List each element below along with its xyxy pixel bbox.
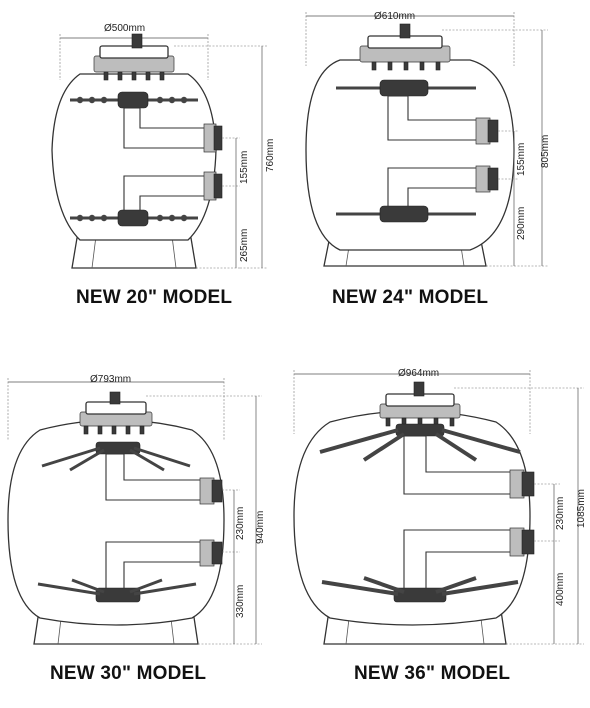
- model-30-height-label: 940mm: [255, 511, 266, 544]
- model-20-title: NEW 20" MODEL: [76, 287, 232, 308]
- model-30-diameter-label: Ø793mm: [90, 374, 131, 385]
- model-36-title: NEW 36" MODEL: [354, 663, 510, 684]
- model-20-tank: [51, 73, 217, 241]
- model-24-height-label: 805mm: [540, 135, 551, 168]
- model-20-height-label: 760mm: [265, 139, 276, 172]
- model-24-tank: [305, 59, 515, 251]
- model-24-port-gap-label: 155mm: [516, 143, 527, 176]
- model-30-tank: [7, 419, 225, 626]
- model-30-drawing: Ø793mm: [7, 374, 266, 645]
- model-20-base-height-label: 265mm: [239, 229, 250, 262]
- model-36-base-height-label: 400mm: [555, 573, 566, 606]
- model-30-title: NEW 30" MODEL: [50, 663, 206, 684]
- model-24-base-height-label: 290mm: [516, 207, 527, 240]
- model-30-port-gap-label: 230mm: [235, 507, 246, 540]
- model-36-drawing: Ø964mm: [293, 368, 587, 645]
- model-24-title: NEW 24" MODEL: [332, 287, 488, 308]
- model-36-diameter-label: Ø964mm: [398, 368, 439, 379]
- model-36-port-gap-label: 230mm: [555, 497, 566, 530]
- model-20-port-gap-label: 155mm: [239, 151, 250, 184]
- model-20-diameter-label: Ø500mm: [104, 23, 145, 34]
- model-30-base-height-label: 330mm: [235, 585, 246, 618]
- model-20-drawing: Ø500mm: [51, 23, 276, 269]
- model-36-height-label: 1085mm: [576, 489, 587, 528]
- model-24-drawing: Ø610mm 155mm 290mm 80: [305, 11, 551, 267]
- model-24-diameter-label: Ø610mm: [374, 11, 415, 22]
- model-36-tank: [293, 410, 531, 626]
